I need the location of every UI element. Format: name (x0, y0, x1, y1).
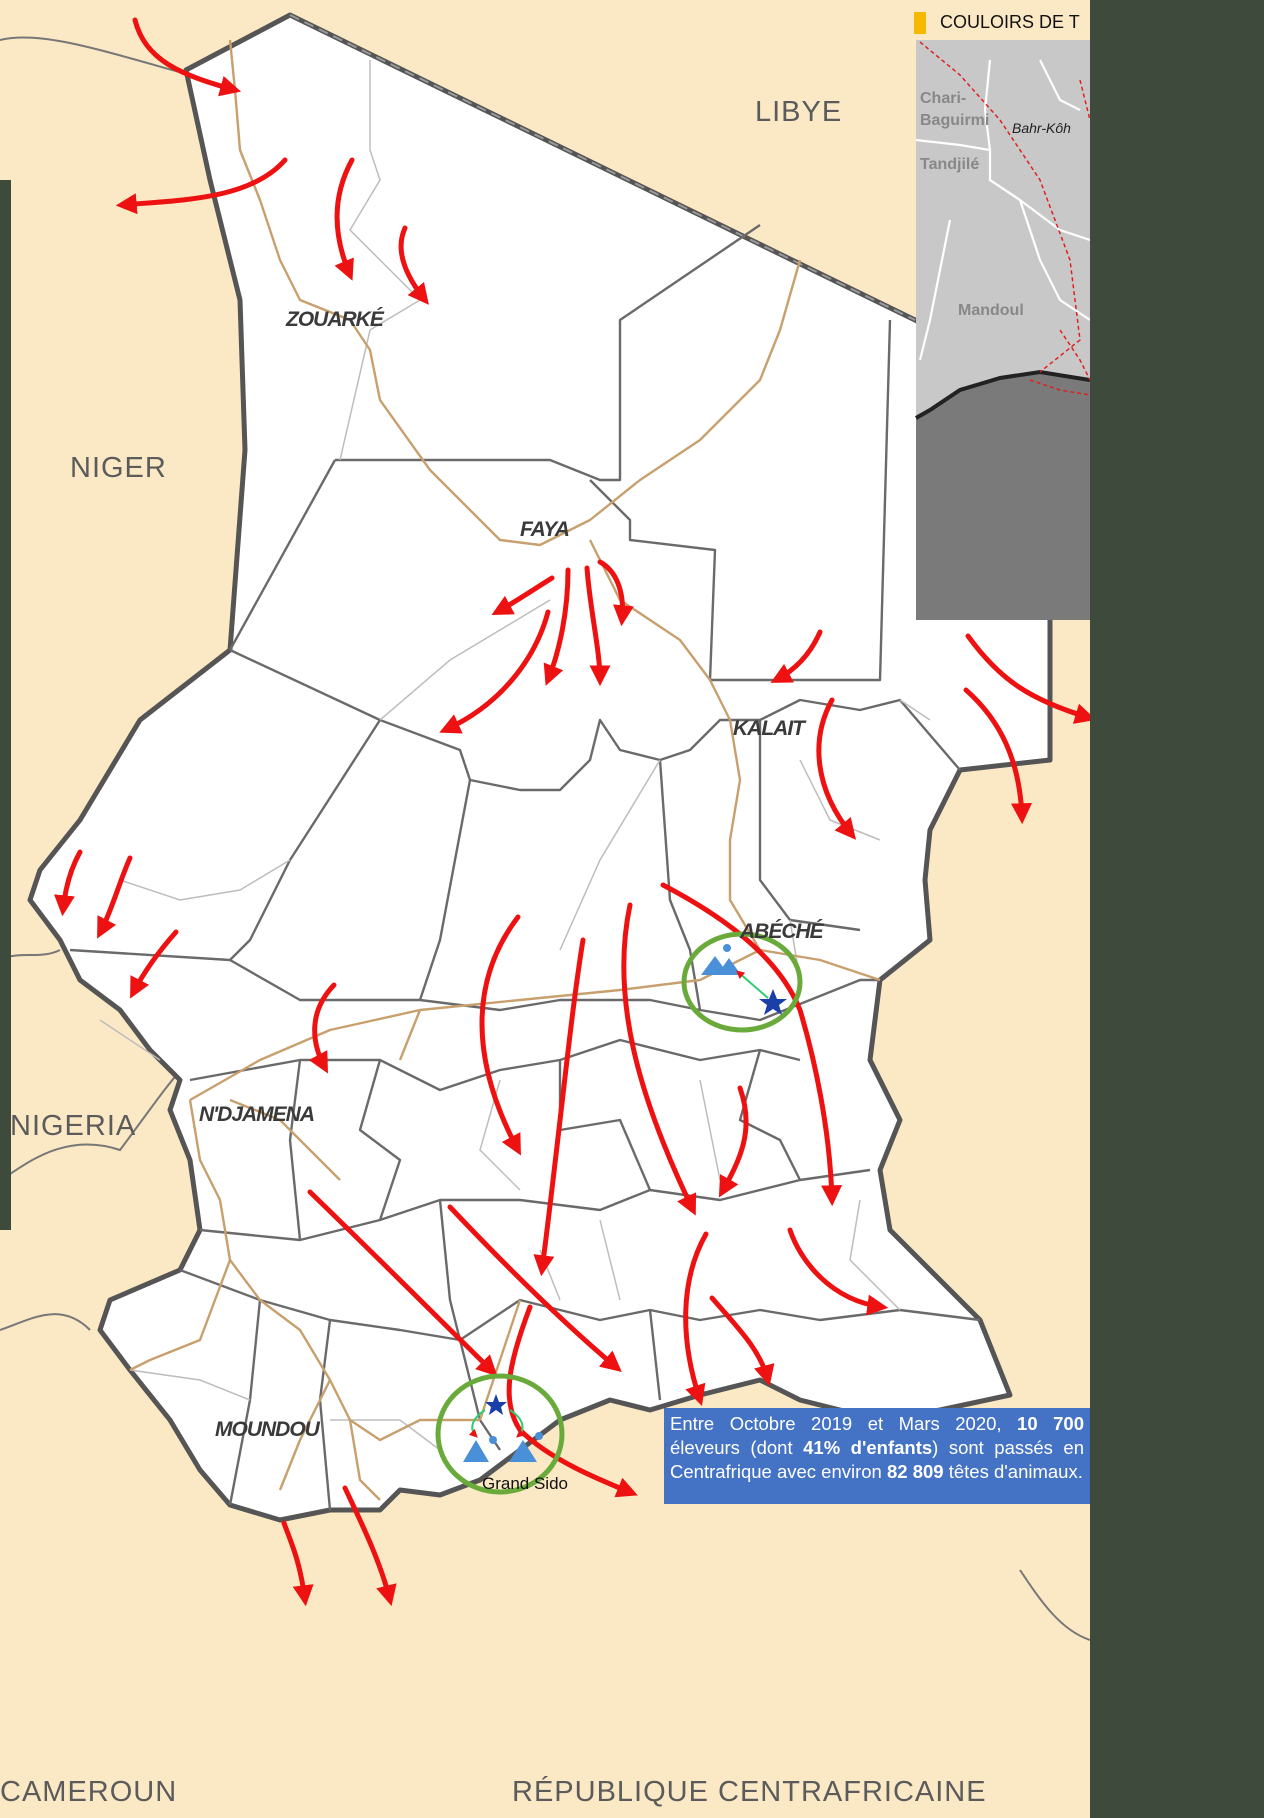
inset-region-bahr-koh: Bahr-Kôh (1012, 120, 1071, 136)
arrow (787, 1227, 889, 1316)
inset-title: COULOIRS DE T (914, 12, 1090, 40)
arrow (660, 882, 843, 1207)
inset-region-chari-baguirmi: Chari-Baguirmi (920, 90, 990, 129)
arrow (54, 849, 83, 917)
city-label-kalait: KALAIT (733, 717, 805, 740)
arrow (816, 697, 856, 840)
arrow (308, 982, 337, 1074)
arrow (115, 157, 288, 215)
star-icon (485, 1394, 507, 1415)
city-label-faya: FAYA (520, 518, 570, 541)
arrow (97, 855, 133, 939)
city-label-moundou: MOUNDOU (215, 1418, 320, 1441)
arrow (963, 687, 1032, 825)
country-label-car: RÉPUBLIQUE CENTRAFRICAINE (512, 1776, 987, 1808)
arrow (770, 629, 823, 683)
inset-map (915, 40, 1090, 620)
city-label-abeche: ABÉCHÉ (740, 920, 824, 943)
arrow (621, 902, 697, 1216)
abeche-refugee-site (681, 931, 803, 1033)
arrow (307, 1189, 498, 1377)
arrow (543, 567, 571, 686)
arrow (334, 157, 355, 281)
arrow (597, 559, 634, 627)
arrow (342, 1485, 397, 1607)
arrow (130, 929, 179, 999)
arrow (281, 1520, 314, 1607)
star-icon (759, 989, 787, 1015)
roads (129, 39, 881, 1501)
legend-swatch (914, 12, 926, 35)
arrow (491, 575, 555, 615)
statistics-info-box: Entre Octobre 2019 et Mars 2020, 10 700 … (664, 1408, 1090, 1504)
transhumance-arrows (54, 17, 1090, 1607)
arrow (439, 609, 551, 734)
transhumance-map: LIBYE NIGER NIGERIA CAMEROUN RÉPUBLIQUE … (0, 0, 1090, 1818)
grand-sido-refugee-site (435, 1373, 565, 1495)
inset-region-mandoul: Mandoul (958, 302, 1024, 319)
city-label-zouarke: ZOUARKÉ (286, 308, 384, 331)
inset-region-tandjile: Tandjilé (920, 156, 980, 173)
libya-border-dash (289, 14, 916, 321)
arrow (709, 1295, 775, 1387)
arrow (479, 914, 521, 1156)
side-panel (0, 180, 11, 1230)
site-label-grand-sido: Grand Sido (482, 1474, 568, 1493)
city-label-ndjamena: N'DJAMENA (199, 1103, 315, 1126)
map-canvas (0, 12, 1090, 1641)
country-label-niger: NIGER (70, 452, 167, 484)
arrow (132, 17, 242, 97)
arrow (533, 937, 586, 1277)
arrow (398, 225, 429, 305)
country-label-nigeria: NIGERIA (10, 1110, 137, 1142)
arrow (683, 1231, 709, 1406)
arrow (447, 1204, 622, 1373)
chad-country (27, 12, 1053, 1523)
country-label-libya: LIBYE (755, 96, 843, 128)
arrow (965, 633, 1090, 724)
arrow (584, 565, 611, 687)
country-label-cameroon: CAMEROUN (0, 1776, 178, 1808)
arrow (718, 1085, 749, 1198)
